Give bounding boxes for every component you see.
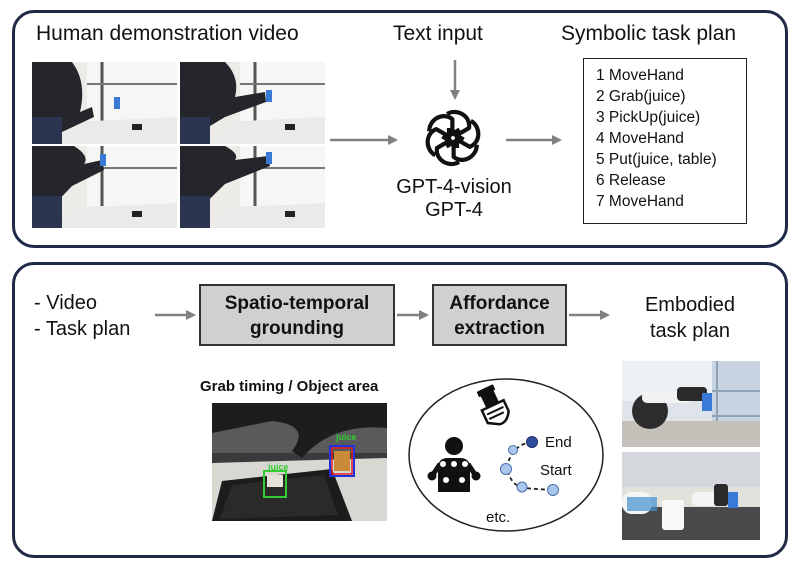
affordance-extraction-box: Affordance extraction [432,284,567,346]
human-pose-icon [427,437,481,492]
end-label: End [545,434,572,451]
output-title-line2: task plan [649,320,731,342]
video-frame-3 [32,146,177,228]
input-video: - Video [34,292,98,314]
trajectory-point [500,463,512,475]
plan-step: 3 PickUp(juice) [596,109,701,126]
grab-timing-photo: juice juice [212,403,387,521]
grab-caption: Grab timing / Object area [200,378,379,395]
stage-line: Spatio-temporal [224,293,370,314]
text-input-title: Text input [393,22,483,45]
trajectory-start-point [547,484,559,496]
trajectory-point [516,481,528,493]
symbolic-plan-box: 1 MoveHand 2 Grab(juice) 3 PickUp(juice)… [583,58,747,224]
video-frame-2 [180,62,325,144]
plan-step: 4 MoveHand [596,130,684,147]
plan-title: Symbolic task plan [561,22,737,45]
trajectory-point [508,445,518,455]
flashlight-hand-icon [476,384,510,426]
model-name-text: GPT-4 [425,199,483,221]
stage-line: grounding [250,318,344,339]
robot-photo-1 [622,361,760,447]
plan-step: 2 Grab(juice) [596,88,686,105]
video-frame-1 [32,62,177,144]
input-task-plan: - Task plan [34,318,131,340]
plan-step: 1 MoveHand [596,67,684,84]
robot-photo-2 [622,452,760,540]
output-title-line1: Embodied [644,294,736,316]
plan-step: 5 Put(juice, table) [596,151,717,168]
model-name-vision: GPT-4-vision [396,176,512,198]
video-frame-4 [180,146,325,228]
openai-logo-icon [425,109,481,167]
start-label: Start [540,462,572,479]
plan-step: 6 Release [596,172,666,189]
video-title: Human demonstration video [36,22,299,45]
box-label-juice: juice [268,462,289,472]
trajectory-diagram [500,436,559,496]
trajectory-end-point [526,436,538,448]
stage-line: Affordance [449,293,550,314]
stage-line: extraction [454,318,545,339]
spatio-temporal-grounding-box: Spatio-temporal grounding [199,284,395,346]
etc-label: etc. [486,509,511,526]
box-label-juice: juice [336,432,357,442]
plan-step: 7 MoveHand [596,193,684,210]
